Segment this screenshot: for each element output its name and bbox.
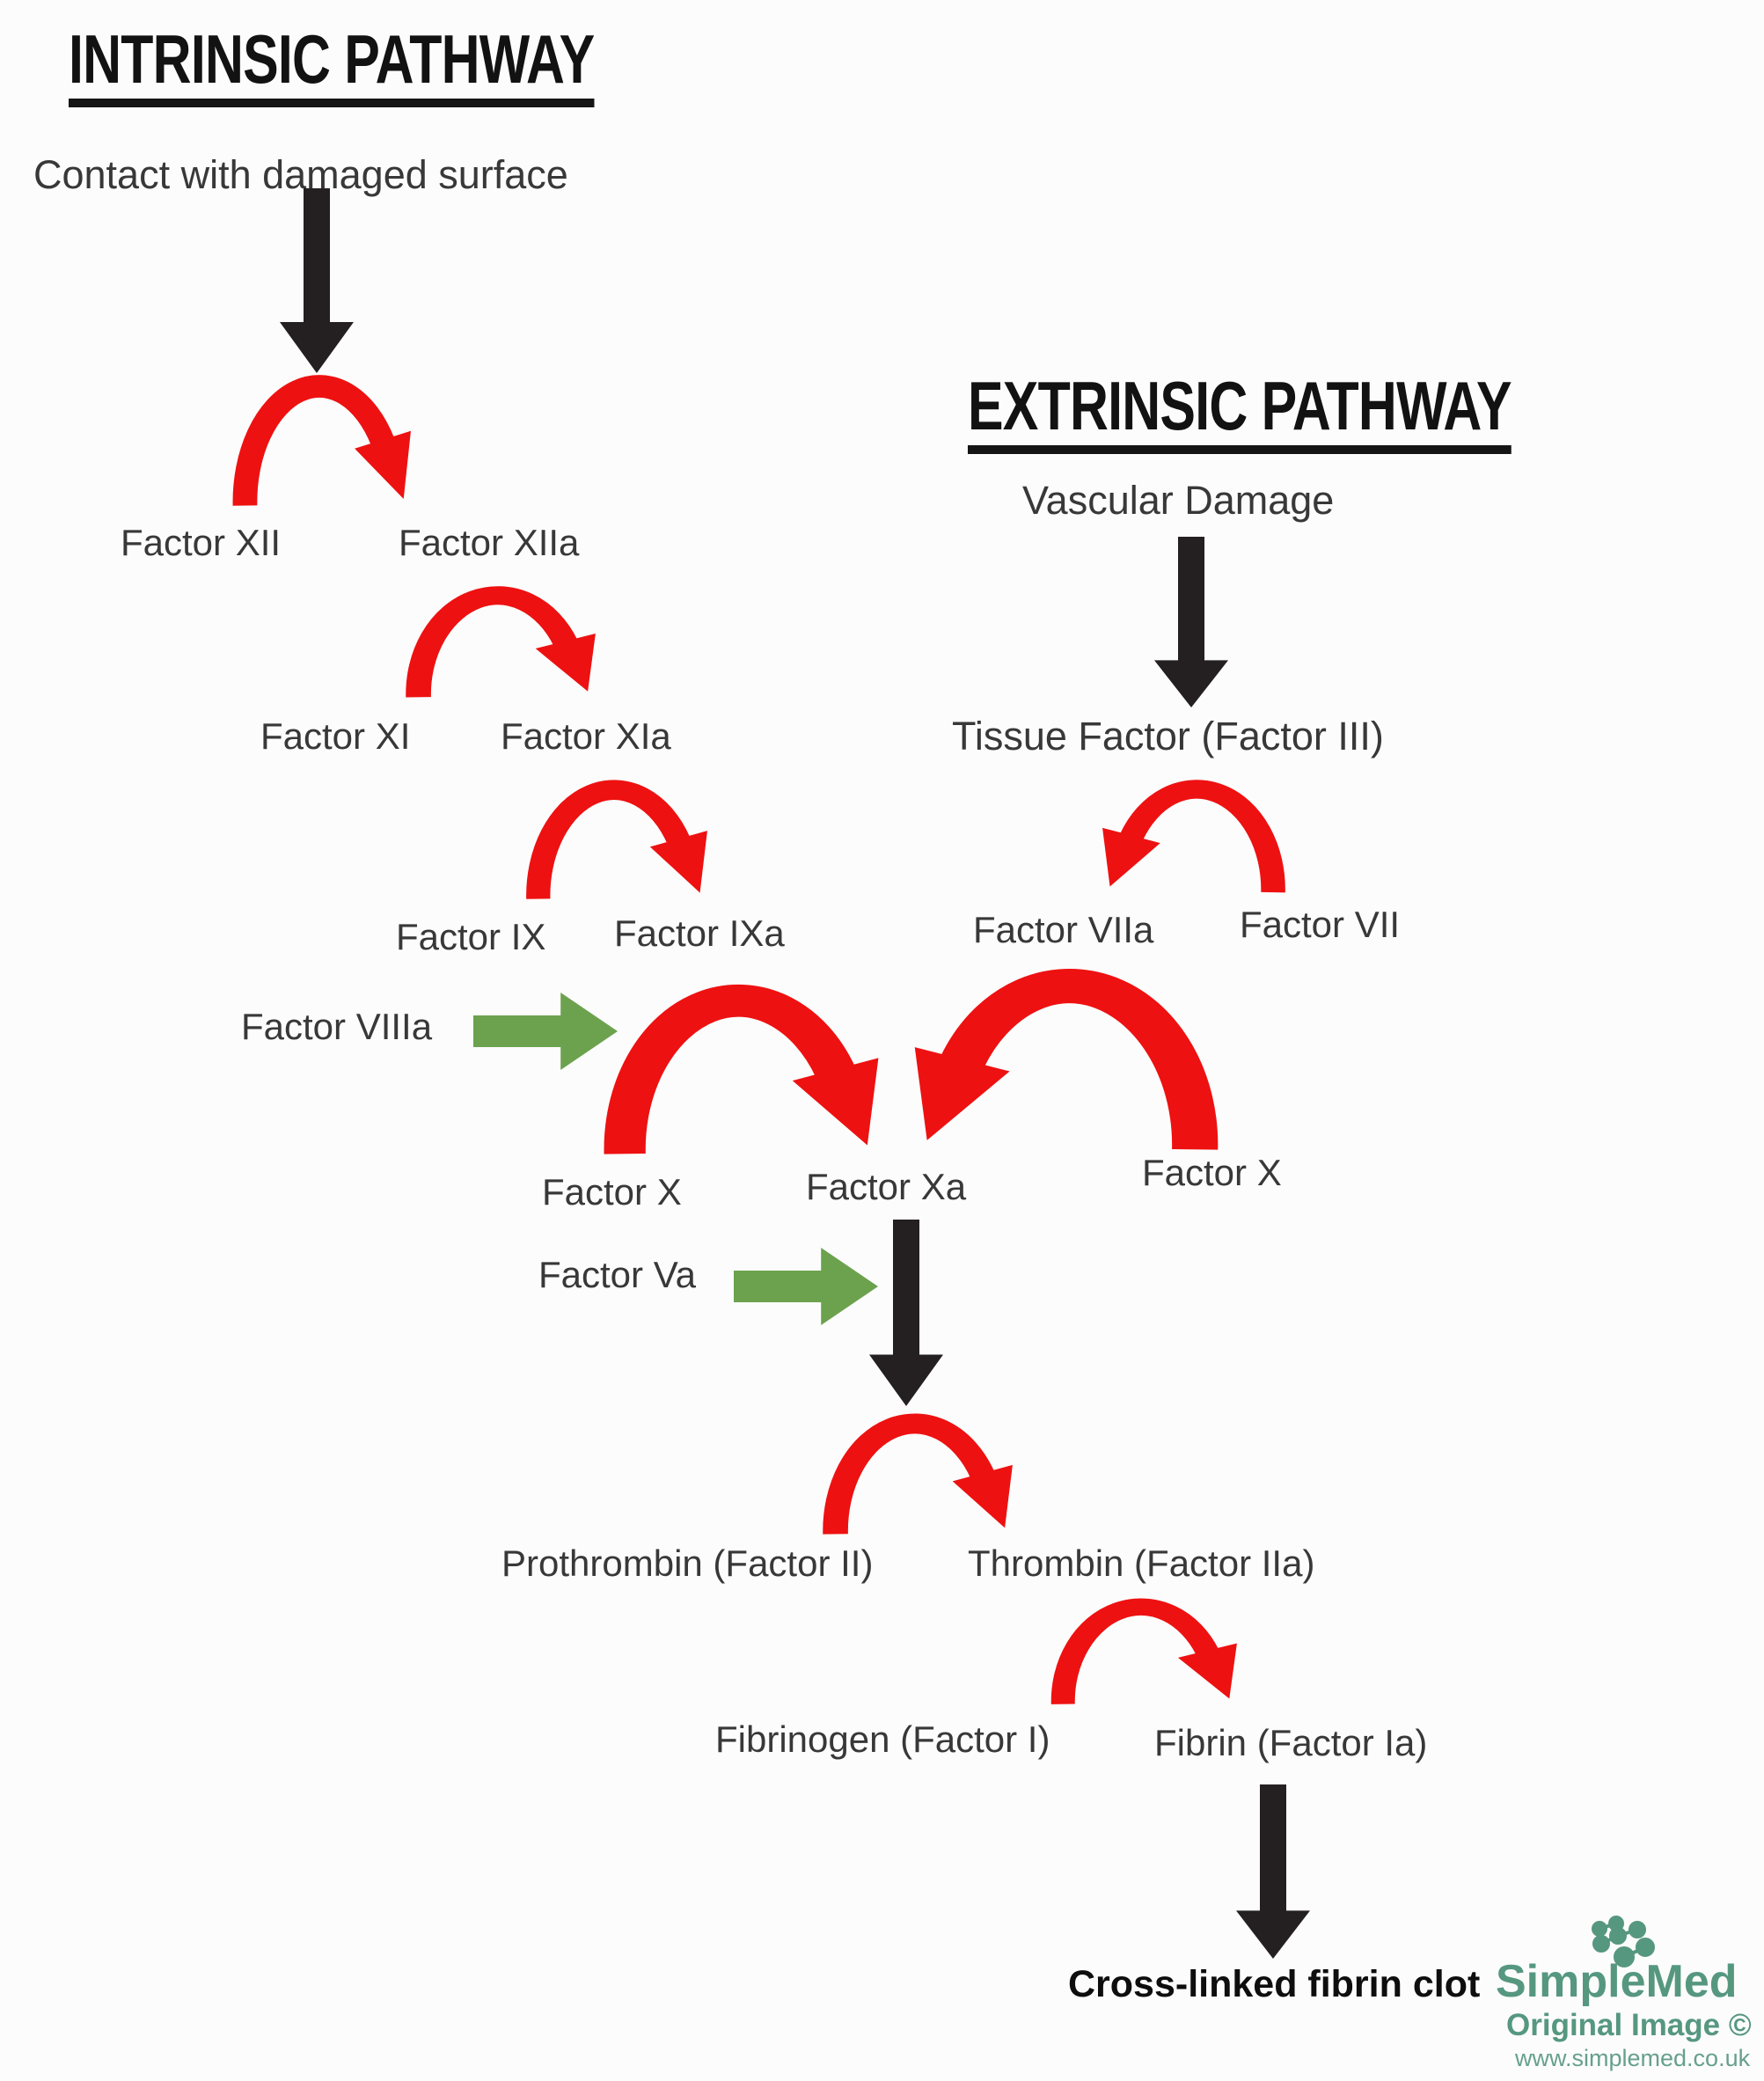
simplemed-molecule-icon bbox=[1592, 1916, 1655, 1967]
down-arrow-contact-to-xii-icon bbox=[280, 188, 354, 373]
factor-vii-label: Factor VII bbox=[1240, 904, 1401, 945]
prothrombin-label: Prothrombin (Factor II) bbox=[501, 1542, 874, 1584]
activation-arrow-ix-to-ixa-icon bbox=[526, 780, 707, 899]
thrombin-label: Thrombin (Factor IIa) bbox=[968, 1542, 1315, 1584]
fibrinogen-label: Fibrinogen (Factor I) bbox=[715, 1718, 1050, 1760]
factor-xa-label: Factor Xa bbox=[806, 1166, 967, 1207]
factor-viiia-label: Factor VIIIa bbox=[241, 1006, 433, 1047]
cofactor-arrow-viiia-icon bbox=[473, 993, 618, 1070]
factor-x-left-label: Factor X bbox=[542, 1171, 682, 1213]
simplemed-url-text: www.simplemed.co.uk bbox=[1515, 2045, 1751, 2071]
fibrin-label: Fibrin (Factor Ia) bbox=[1154, 1722, 1428, 1763]
activation-arrow-xi-to-xia-icon bbox=[406, 586, 596, 698]
factor-ixa-label: Factor IXa bbox=[614, 912, 785, 954]
factor-ix-label: Factor IX bbox=[396, 916, 546, 957]
cofactor-arrow-va-icon bbox=[734, 1248, 878, 1325]
simplemed-copyright-text: Original Image © bbox=[1506, 2008, 1752, 2042]
down-arrow-fibrin-to-clot-icon bbox=[1236, 1784, 1310, 1959]
factor-va-label: Factor Va bbox=[538, 1254, 696, 1295]
factor-viia-label: Factor VIIa bbox=[973, 909, 1154, 950]
intrinsic-trigger-label: Contact with damaged surface bbox=[33, 152, 568, 197]
activation-arrow-x-to-xa-extrinsic-icon bbox=[914, 969, 1219, 1150]
factor-xiia-label: Factor XIIa bbox=[399, 522, 580, 563]
activation-arrow-prothrombin-to-thrombin-icon bbox=[823, 1413, 1013, 1535]
simplemed-logo-text: SimpleMed bbox=[1496, 1956, 1738, 2007]
factor-xi-label: Factor XI bbox=[260, 715, 411, 757]
extrinsic-trigger-label: Vascular Damage bbox=[1022, 478, 1335, 523]
activation-arrow-fibrinogen-to-fibrin-icon bbox=[1050, 1598, 1237, 1704]
activation-arrow-xii-to-xiia-icon bbox=[232, 375, 411, 506]
factor-x-right-label: Factor X bbox=[1142, 1152, 1282, 1193]
down-arrow-xa-to-prothrombinase-icon bbox=[869, 1220, 943, 1406]
extrinsic-pathway-title: EXTRINSIC PATHWAY bbox=[968, 371, 1512, 455]
down-arrow-damage-to-tissue-factor-icon bbox=[1154, 537, 1228, 707]
activation-arrow-vii-to-viia-icon bbox=[1102, 780, 1285, 893]
tissue-factor-label: Tissue Factor (Factor III) bbox=[952, 714, 1384, 758]
activation-arrow-x-to-xa-intrinsic-icon bbox=[604, 984, 879, 1154]
factor-xia-label: Factor XIa bbox=[501, 715, 671, 757]
factor-xii-label: Factor XII bbox=[121, 522, 282, 563]
cross-linked-fibrin-clot-label: Cross-linked fibrin clot bbox=[1068, 1963, 1481, 2005]
intrinsic-pathway-title: INTRINSIC PATHWAY bbox=[69, 25, 595, 108]
